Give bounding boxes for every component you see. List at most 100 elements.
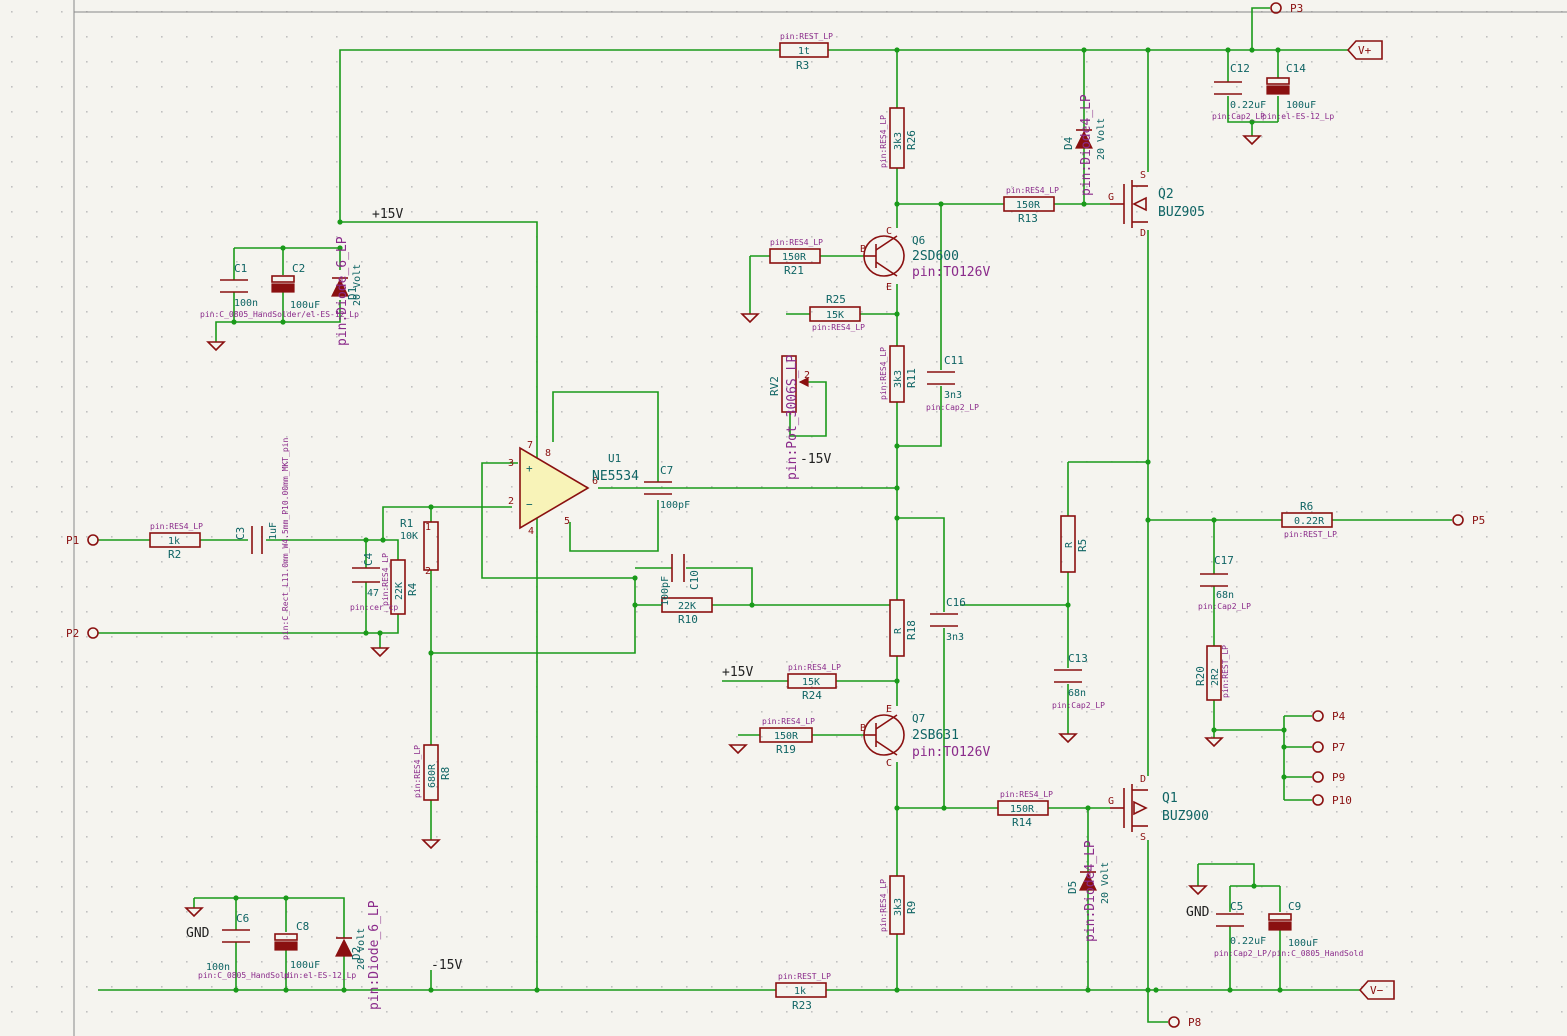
svg-text:3n3: 3n3: [946, 632, 964, 643]
junctions: [231, 47, 1287, 993]
port-p5[interactable]: P5: [1452, 514, 1485, 527]
capacitor-c16[interactable]: C16 3n3: [930, 596, 966, 643]
resistor-r13[interactable]: 150R R13 pin:RES4_LP: [1003, 186, 1059, 225]
capacitor-c9[interactable]: C9 100uF: [1268, 900, 1318, 949]
svg-text:2SD600: 2SD600: [912, 249, 959, 264]
port-p9[interactable]: P9: [1312, 771, 1345, 784]
capacitor-c14[interactable]: C14 100uF pin:el-ES-12_Lp: [1262, 62, 1334, 121]
capacitor-c2[interactable]: C2 100uF: [271, 262, 320, 311]
svg-text:pin:Cap2_LP: pin:Cap2_LP: [926, 403, 979, 412]
transistor-q7[interactable]: B E C Q7 2SB631 pin:TO126V: [860, 704, 990, 769]
svg-text:C: C: [886, 226, 892, 237]
resistor-r21[interactable]: 150R R21 pin:RES4_LP: [769, 238, 823, 277]
capacitor-c8[interactable]: C8 100uF pin:el-ES-12_Lp: [274, 920, 356, 980]
svg-text:R14: R14: [1012, 816, 1032, 829]
resistor-r11[interactable]: 3k3 R11 pin:RES4_LP: [879, 345, 918, 403]
resistor-r20[interactable]: 2R2 R20 pin:REST_LP: [1194, 645, 1230, 701]
capacitor-c4[interactable]: C4 47 pin:cer_cp: [350, 552, 398, 612]
port-p10[interactable]: P10: [1312, 794, 1352, 807]
svg-text:C1: C1: [234, 262, 247, 275]
resistor-r2[interactable]: 1k R2 pin:RES4_LP: [149, 522, 203, 561]
mosfet-q2[interactable]: G S D Q2 BUZ905: [1108, 170, 1205, 239]
svg-text:pin:RES4_LP: pin:RES4_LP: [812, 323, 865, 332]
capacitor-c6[interactable]: C6 100n pin:C_0805_HandSold: [198, 912, 290, 980]
port-vplus[interactable]: V+: [1346, 40, 1383, 60]
port-vminus[interactable]: V−: [1358, 980, 1395, 1000]
capacitor-c11[interactable]: C11 3n3 pin:Cap2_LP: [926, 354, 979, 412]
svg-text:pin:el-ES-12_Lp: pin:el-ES-12_Lp: [284, 971, 356, 980]
resistor-r26[interactable]: 3k3 R26 pin:RES4_LP: [879, 107, 918, 169]
capacitor-c17[interactable]: C17 68n pin:Cap2_LP: [1198, 554, 1251, 611]
resistor-r24[interactable]: 15K R24 pin:RES4_LP: [787, 663, 841, 702]
mosfet-q1[interactable]: G D S Q1 BUZ900: [1108, 774, 1209, 843]
svg-text:pin:RES4_LP: pin:RES4_LP: [1006, 186, 1059, 195]
svg-text:R13: R13: [1018, 212, 1038, 225]
svg-text:6: 6: [592, 476, 598, 487]
svg-text:3k3: 3k3: [893, 370, 904, 388]
svg-text:NE5534: NE5534: [592, 469, 639, 484]
capacitor-c3[interactable]: C3 1uF pin:C_Rect_L11.0mm_W4.5mm_P10.00m…: [234, 438, 290, 640]
resistor-r1[interactable]: 1 2 R1 10K: [400, 517, 439, 577]
resistor-r14[interactable]: 150R R14 pin:RES4_LP: [997, 790, 1053, 829]
svg-text:R18: R18: [905, 620, 918, 640]
svg-text:pin:REST_LP: pin:REST_LP: [780, 32, 833, 41]
capacitor-c13[interactable]: C13 68n pin:Cap2_LP: [1052, 652, 1105, 710]
svg-text:+: +: [526, 462, 533, 475]
capacitor-c5[interactable]: C5 0.22uF: [1216, 900, 1266, 947]
capacitor-c12[interactable]: C12 0.22uF pin:Cap2_LP: [1212, 62, 1266, 121]
svg-text:20 Volt: 20 Volt: [1096, 118, 1107, 160]
trimmer-rv2[interactable]: 2 RV2 pin:Pot_3006S_LP: [768, 355, 810, 480]
diode-d4[interactable]: D4 20 Volt pin:Diode4_LP: [1062, 94, 1107, 196]
svg-text:pin:C_0805_HandSold: pin:C_0805_HandSold: [198, 971, 290, 980]
svg-text:2: 2: [508, 496, 514, 507]
net-label-gnd: GND: [186, 926, 210, 941]
svg-text:BUZ900: BUZ900: [1162, 809, 1209, 824]
svg-text:P2: P2: [66, 627, 79, 640]
capacitor-c7[interactable]: C7 100pF: [644, 464, 690, 511]
diode-d2[interactable]: D2 20 Volt pin:Diode_6_LP: [335, 900, 382, 1010]
resistor-r6[interactable]: 0.22R R6 pin:REST_LP: [1281, 500, 1337, 539]
svg-text:2: 2: [804, 370, 810, 381]
resistor-r4[interactable]: 22K R4 pin:RES4_LP: [381, 553, 419, 615]
resistor-r25[interactable]: 15K R25 pin:RES4_LP: [809, 293, 865, 332]
port-p4[interactable]: P4: [1312, 710, 1346, 723]
svg-text:R2: R2: [168, 548, 181, 561]
resistor-r8[interactable]: 680R R8 pin:RES4_LP: [413, 744, 452, 801]
port-p2[interactable]: P2: [66, 627, 99, 640]
svg-text:R: R: [893, 627, 904, 634]
svg-text:R3: R3: [796, 59, 809, 72]
svg-text:4: 4: [528, 526, 534, 537]
svg-text:R5: R5: [1076, 539, 1089, 552]
diode-d1[interactable]: D1 20 Volt pin:Diode_6_LP: [331, 236, 363, 346]
svg-text:P9: P9: [1332, 771, 1345, 784]
port-p7[interactable]: P7: [1312, 741, 1345, 754]
resistor-r3[interactable]: 1t R3 pin:REST_LP: [779, 32, 833, 72]
svg-text:pin:Pot_3006S_LP: pin:Pot_3006S_LP: [785, 355, 800, 480]
resistor-r23[interactable]: 1k R23 pin:REST_LP: [775, 972, 831, 1012]
opamp-u1[interactable]: 3 2 4 5 6 7 8 + − U1 NE5534: [508, 440, 639, 537]
svg-text:B: B: [860, 244, 866, 255]
resistor-r19[interactable]: 150R R19 pin:RES4_LP: [759, 717, 815, 756]
transistor-q6[interactable]: B C E Q6 2SD600 pin:TO126V: [860, 226, 990, 293]
svg-text:150R: 150R: [1010, 804, 1035, 815]
svg-text:R19: R19: [776, 743, 796, 756]
svg-text:C12: C12: [1230, 62, 1250, 75]
diode-d5[interactable]: D5 20 Volt pin:Diode4_LP: [1066, 840, 1111, 942]
svg-text:3n3: 3n3: [944, 390, 962, 401]
port-p8[interactable]: P8: [1168, 1016, 1201, 1029]
resistor-r9[interactable]: 3k3 R9 pin:RES4_LP: [879, 875, 918, 935]
resistor-r5[interactable]: R R5: [1060, 515, 1089, 573]
svg-text:D: D: [1140, 774, 1146, 785]
svg-text:P3: P3: [1290, 2, 1303, 15]
svg-text:pin:Cap2_LP: pin:Cap2_LP: [1212, 112, 1265, 121]
resistor-r18[interactable]: R R18: [889, 599, 918, 657]
svg-text:1k: 1k: [168, 536, 180, 547]
capacitor-c1[interactable]: C1 100n: [220, 262, 258, 309]
svg-text:8: 8: [545, 448, 551, 459]
port-p1[interactable]: P1: [66, 534, 99, 547]
resistor-r10[interactable]: 22K R10: [661, 597, 713, 626]
capacitor-c10[interactable]: C10 100pF: [660, 554, 701, 606]
port-p3[interactable]: P3: [1270, 2, 1303, 15]
